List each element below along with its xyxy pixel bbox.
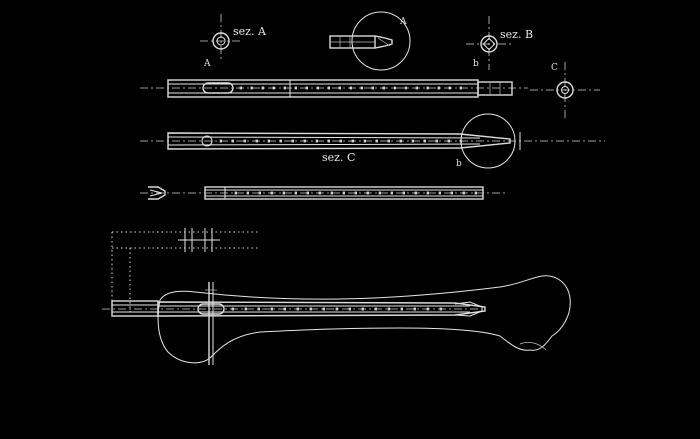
nail-hole-mark (404, 86, 408, 90)
nail-hole-mark (459, 139, 463, 143)
nail-hole-mark (448, 86, 452, 90)
nail-hole-mark (305, 86, 309, 90)
nail-hole-mark (318, 191, 322, 195)
nail-hole-mark (243, 139, 247, 143)
nail-hole-mark (414, 191, 418, 195)
nail-hole-mark (258, 191, 262, 195)
nail-hole-mark (399, 139, 403, 143)
nail-hole-mark (439, 307, 443, 311)
label-mark-c: C (551, 63, 558, 73)
nail-hole-mark (382, 86, 386, 90)
detail-circle-top: A (329, 11, 411, 71)
label-mark-b-bar: b (473, 59, 479, 69)
nail-hole-mark (426, 191, 430, 195)
nail-hole-mark (322, 307, 326, 311)
nail-hole-mark (316, 86, 320, 90)
nail-hole-mark (338, 86, 342, 90)
nail-hole-mark (283, 307, 287, 311)
nail-hole-mark (327, 139, 331, 143)
nail-hole-mark (335, 307, 339, 311)
nail-hole-mark (234, 191, 238, 195)
nail-hole-mark (438, 191, 442, 195)
label-sez-c: sez. C (322, 151, 355, 164)
nail-hole-mark (411, 139, 415, 143)
nail-hole-mark (361, 307, 365, 311)
nail-hole-mark (267, 139, 271, 143)
nail-hole-mark (474, 191, 478, 195)
nail-hole-mark (349, 86, 353, 90)
nail-hole-mark (283, 86, 287, 90)
nail-hole-mark (219, 139, 223, 143)
aiming-jig (111, 228, 258, 315)
label-mark-a-top: A (203, 59, 211, 69)
nail-hole-mark (255, 139, 259, 143)
nail-hole-mark (360, 86, 364, 90)
nail-hole-mark (342, 191, 346, 195)
nail-hole-mark (244, 307, 248, 311)
nail-hole-mark (390, 191, 394, 195)
nail-bar-3 (140, 186, 508, 200)
nail-hole-mark (250, 86, 254, 90)
nail-hole-mark (450, 191, 454, 195)
nail-hole-mark (426, 86, 430, 90)
femur-with-nail (102, 275, 571, 365)
nail-hole-mark (437, 86, 441, 90)
nail-hole-mark (282, 191, 286, 195)
nail-hole-mark (423, 139, 427, 143)
nail-hole-mark (413, 307, 417, 311)
label-mark-b-circle: b (456, 159, 462, 169)
nail-hole-mark (435, 139, 439, 143)
nail-hole-mark (387, 139, 391, 143)
nail-hole-mark (354, 191, 358, 195)
section-c-detail: C (530, 62, 600, 118)
nail-hole-mark (459, 86, 463, 90)
nail-hole-mark (270, 307, 274, 311)
nail-bar-2: sez. C b (140, 113, 605, 169)
nail-hole-mark (363, 139, 367, 143)
nail-hole-mark (306, 191, 310, 195)
nail-hole-mark (375, 139, 379, 143)
nail-hole-mark (231, 139, 235, 143)
nail-hole-mark (366, 191, 370, 195)
nail-hole-mark (378, 191, 382, 195)
nail-hole-mark (315, 139, 319, 143)
nail-hole-mark (272, 86, 276, 90)
nail-hole-mark (426, 307, 430, 311)
nail-hole-mark (309, 307, 313, 311)
nail-hole-mark (339, 139, 343, 143)
section-a-detail: sez. A A (200, 14, 267, 69)
nail-hole-mark (415, 86, 419, 90)
nail-hole-mark (327, 86, 331, 90)
nail-hole-mark (387, 307, 391, 311)
label-sez-a: sez. A (233, 25, 267, 38)
nail-hole-mark (270, 191, 274, 195)
nail-hole-mark (261, 86, 265, 90)
nail-hole-mark (462, 191, 466, 195)
nail-hole-mark (402, 191, 406, 195)
nail-hole-mark (303, 139, 307, 143)
nail-hole-mark (239, 86, 243, 90)
nail-hole-mark (294, 191, 298, 195)
nail-hole-mark (246, 191, 250, 195)
nail-hole-mark (294, 86, 298, 90)
nail-hole-mark (400, 307, 404, 311)
nail-hole-mark (393, 86, 397, 90)
nail-hole-mark (279, 139, 283, 143)
nail-hole-mark (351, 139, 355, 143)
nail-hole-mark (291, 139, 295, 143)
nail-hole-mark (257, 307, 261, 311)
nail-hole-mark (374, 307, 378, 311)
nail-hole-mark (296, 307, 300, 311)
section-b-detail: sez. B b (466, 16, 533, 70)
label-sez-b: sez. B (500, 28, 533, 41)
nail-hole-mark (371, 86, 375, 90)
nail-hole-mark (348, 307, 352, 311)
nail-bar-1 (140, 79, 528, 98)
nail-hole-mark (231, 307, 235, 311)
label-mark-detail: A (399, 17, 407, 27)
nail-hole-mark (447, 139, 451, 143)
nail-hole-mark (330, 191, 334, 195)
